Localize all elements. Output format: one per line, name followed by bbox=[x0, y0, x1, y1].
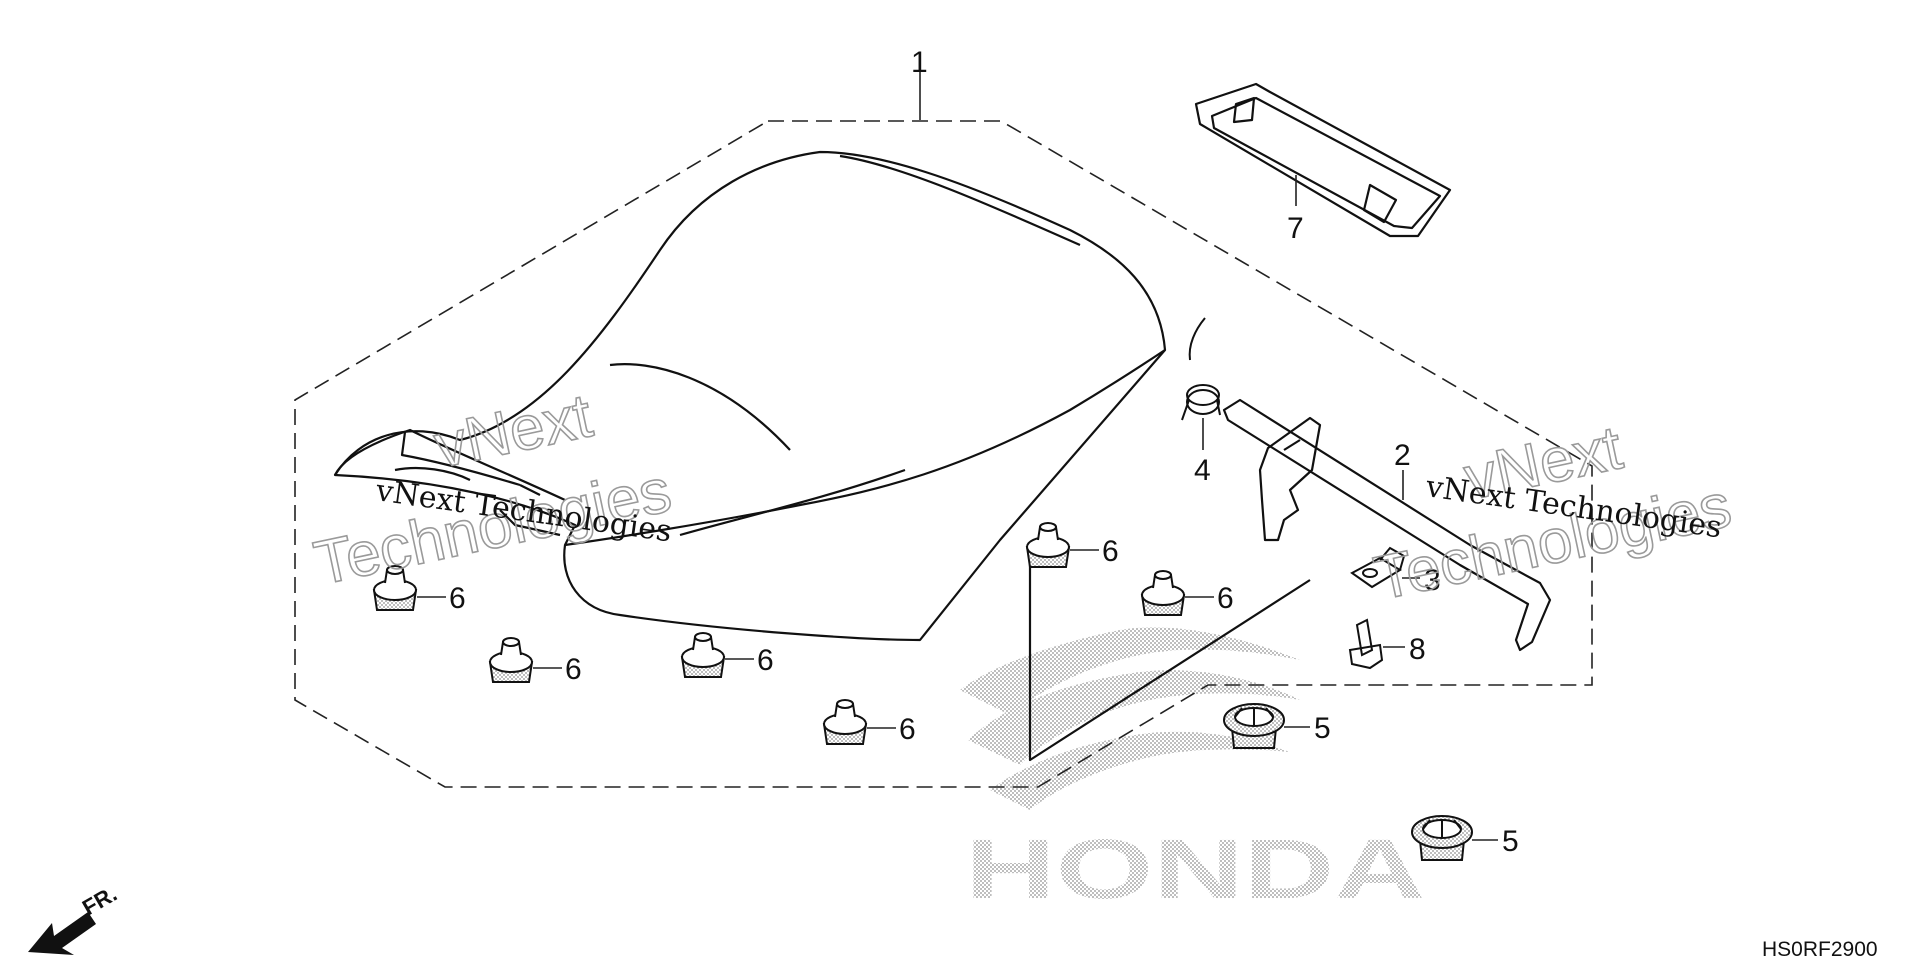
rubber-cushion bbox=[822, 699, 868, 745]
callout-6: 6 bbox=[899, 713, 916, 746]
watermark-left: vNext Technologies vNext Technologies bbox=[308, 380, 678, 599]
callout-6: 6 bbox=[757, 644, 774, 677]
seat-strap bbox=[1194, 82, 1452, 238]
callout-leaders-6 bbox=[417, 549, 1214, 729]
grommet bbox=[1223, 703, 1285, 749]
bolt bbox=[1348, 618, 1384, 670]
rubber-cushion bbox=[488, 637, 534, 683]
callout-6: 6 bbox=[1217, 582, 1234, 615]
watermark-right: vNext Technologies vNext Technologies bbox=[1368, 412, 1738, 614]
callout-3: 3 bbox=[1424, 564, 1441, 597]
callout-1: 1 bbox=[911, 46, 928, 79]
direction-label: FR. bbox=[78, 881, 121, 920]
svg-text:vNext: vNext bbox=[429, 381, 598, 481]
callout-4: 4 bbox=[1194, 454, 1211, 487]
clip bbox=[1350, 546, 1406, 589]
rubber-cushions bbox=[372, 522, 1186, 745]
rubber-cushion bbox=[1025, 522, 1071, 568]
callout-8: 8 bbox=[1409, 633, 1426, 666]
spring bbox=[1181, 317, 1221, 421]
rubber-cushion bbox=[680, 632, 726, 678]
seat-lock-rod bbox=[1222, 398, 1552, 652]
callout-5: 5 bbox=[1502, 825, 1519, 858]
callout-6: 6 bbox=[449, 582, 466, 615]
callout-7: 7 bbox=[1287, 212, 1304, 245]
brand-watermark: HONDA bbox=[965, 822, 1425, 916]
grommet bbox=[1411, 815, 1473, 861]
rubber-cushion bbox=[372, 565, 418, 611]
rubber-cushion bbox=[1140, 570, 1186, 616]
callout-5: 5 bbox=[1314, 712, 1331, 745]
front-direction-arrow-icon: FR. bbox=[28, 881, 121, 955]
callout-leaders-5 bbox=[1284, 726, 1498, 841]
seat-assembly bbox=[333, 150, 1311, 762]
diagram-code: HS0RF2900 bbox=[1762, 938, 1878, 960]
assembly-boundary bbox=[294, 120, 1593, 788]
callout-6: 6 bbox=[565, 653, 582, 686]
honda-wing-logo bbox=[960, 627, 1300, 810]
callout-6: 6 bbox=[1102, 535, 1119, 568]
callout-2: 2 bbox=[1394, 439, 1411, 472]
grommets bbox=[1223, 703, 1473, 861]
